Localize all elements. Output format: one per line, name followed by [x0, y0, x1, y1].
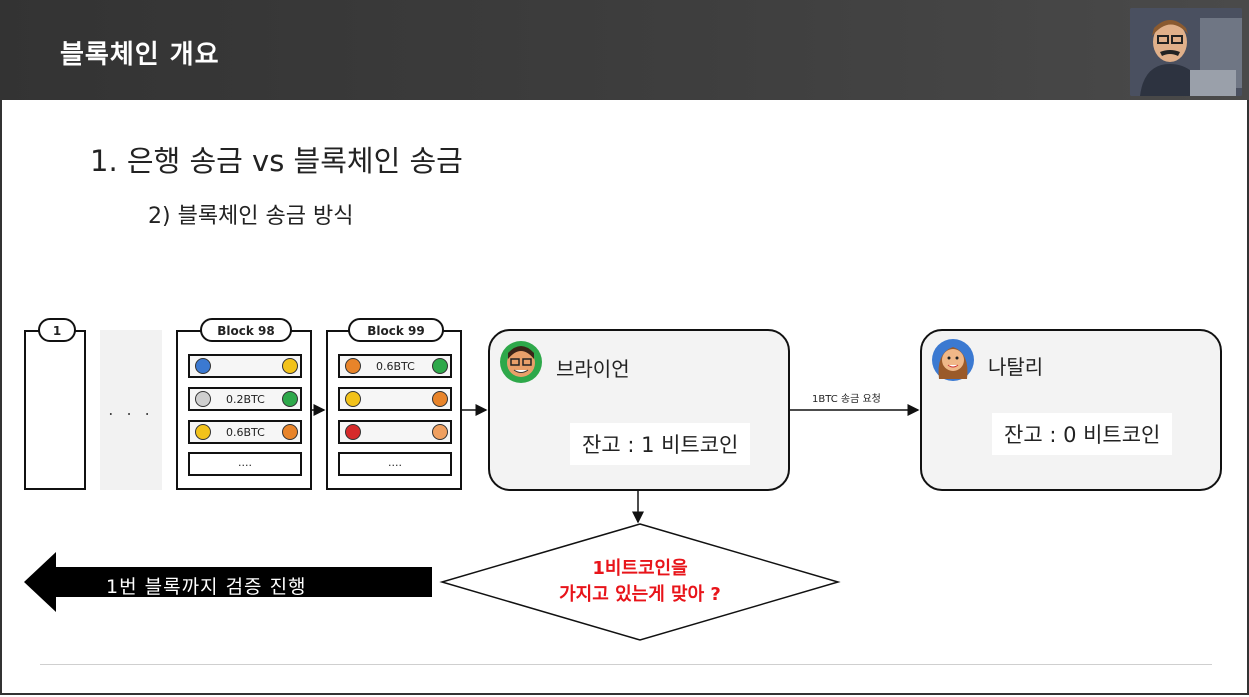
- block-98-tx-2: 0.2BTC: [188, 387, 302, 411]
- receiver-avatar-icon: [432, 358, 448, 374]
- slide-header: 블록체인 개요: [0, 0, 1249, 100]
- sender-name: 브라이언: [556, 357, 630, 381]
- tx-amount: 0.6BTC: [226, 426, 265, 439]
- block-99-tx-more: ....: [338, 452, 452, 476]
- block-98-tx-more: ....: [188, 452, 302, 476]
- receiver-name: 나탈리: [988, 355, 1044, 379]
- section-subheading: 2) 블록체인 송금 방식: [148, 204, 354, 229]
- block-99-tx-2: [338, 387, 452, 411]
- sender-balance: 잔고 : 1 비트코인: [570, 423, 751, 465]
- receiver-balance: 잔고 : 0 비트코인: [992, 413, 1173, 455]
- receiver-card: 나탈리 잔고 : 0 비트코인: [920, 329, 1222, 491]
- footer-divider: [40, 664, 1212, 665]
- sender-avatar-icon: [345, 424, 361, 440]
- sender-card: 브라이언 잔고 : 1 비트코인: [488, 329, 790, 491]
- block-98: Block 98 0.2BTC 0.6BTC ....: [176, 318, 312, 490]
- receiver-avatar-icon: [282, 358, 298, 374]
- verification-question: 1비트코인을 가지고 있는게 맞아 ?: [500, 556, 780, 608]
- verify-progress-label: 1번 블록까지 검증 진행: [106, 576, 307, 598]
- omitted-blocks: . . .: [100, 330, 162, 490]
- receiver-avatar-icon: [432, 391, 448, 407]
- question-line-2: 가지고 있는게 맞아 ?: [559, 584, 721, 605]
- block-1-label: 1: [38, 318, 76, 342]
- sender-avatar-icon: [345, 358, 361, 374]
- receiver-avatar-icon: [282, 391, 298, 407]
- tx-amount: 0.2BTC: [226, 393, 265, 406]
- block-98-label: Block 98: [200, 318, 292, 342]
- sender-avatar-icon: [195, 391, 211, 407]
- sender-avatar-icon: [345, 391, 361, 407]
- block-98-tx-1: [188, 354, 302, 378]
- block-99-tx-1: 0.6BTC: [338, 354, 452, 378]
- block-99-label: Block 99: [348, 318, 444, 342]
- slide-title: 블록체인 개요: [60, 40, 220, 70]
- block-99-tx-3: [338, 420, 452, 444]
- sender-avatar-icon: [195, 424, 211, 440]
- receiver-avatar-icon: [282, 424, 298, 440]
- block-99: Block 99 0.6BTC ....: [326, 318, 462, 490]
- more-tx: ....: [388, 456, 402, 469]
- tx-amount: 0.6BTC: [376, 360, 415, 373]
- sender-avatar-icon: [195, 358, 211, 374]
- more-tx: ....: [238, 456, 252, 469]
- question-line-1: 1비트코인을: [592, 558, 688, 579]
- transfer-request-label: 1BTC 송금 요청: [812, 394, 881, 405]
- presenter-photo: [1130, 8, 1242, 96]
- block-1: 1: [24, 318, 86, 490]
- receiver-avatar-icon: [432, 424, 448, 440]
- natalie-avatar-icon: [932, 339, 974, 381]
- section-heading: 1. 은행 송금 vs 블록체인 송금: [90, 144, 463, 178]
- block-98-tx-3: 0.6BTC: [188, 420, 302, 444]
- brian-avatar-icon: [500, 341, 542, 383]
